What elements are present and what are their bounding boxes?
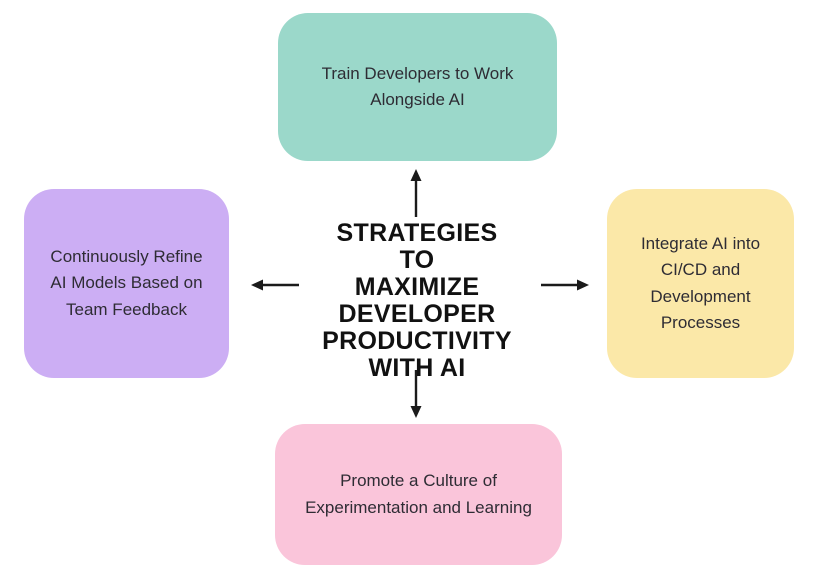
node-integrate-ai-cicd: Integrate AI into CI/CD and Development … [607, 189, 794, 378]
node-train-developers-label: Train Developers to Work Alongside AI [321, 63, 514, 109]
arrow-left-icon [251, 279, 299, 291]
arrow-up-icon [410, 169, 422, 217]
diagram-title-line: DEVELOPER [338, 300, 496, 328]
diagram-title: STRATEGIES TO MAXIMIZE DEVELOPER PRODUCT… [317, 220, 517, 382]
node-promote-culture: Promote a Culture of Experimentation and… [275, 424, 562, 565]
node-promote-culture-label: Promote a Culture of Experimentation and… [305, 471, 532, 517]
arrow-down-head [410, 406, 422, 418]
arrow-right-head [577, 279, 589, 291]
node-refine-ai-models: Continuously Refine AI Models Based on T… [24, 189, 229, 378]
node-integrate-ai-cicd-label: Integrate AI into CI/CD and Development … [640, 233, 761, 332]
arrow-left-head [251, 279, 263, 291]
diagram-title-line: STRATEGIES TO [336, 219, 498, 274]
node-train-developers: Train Developers to Work Alongside AI [278, 13, 557, 161]
arrow-down-icon [410, 370, 422, 418]
node-refine-ai-models-label: Continuously Refine AI Models Based on T… [50, 246, 203, 319]
arrow-up-head [410, 169, 422, 181]
diagram-title-line: MAXIMIZE [354, 273, 480, 301]
diagram-title-line: PRODUCTIVITY [322, 327, 512, 355]
arrow-right-icon [541, 279, 589, 291]
